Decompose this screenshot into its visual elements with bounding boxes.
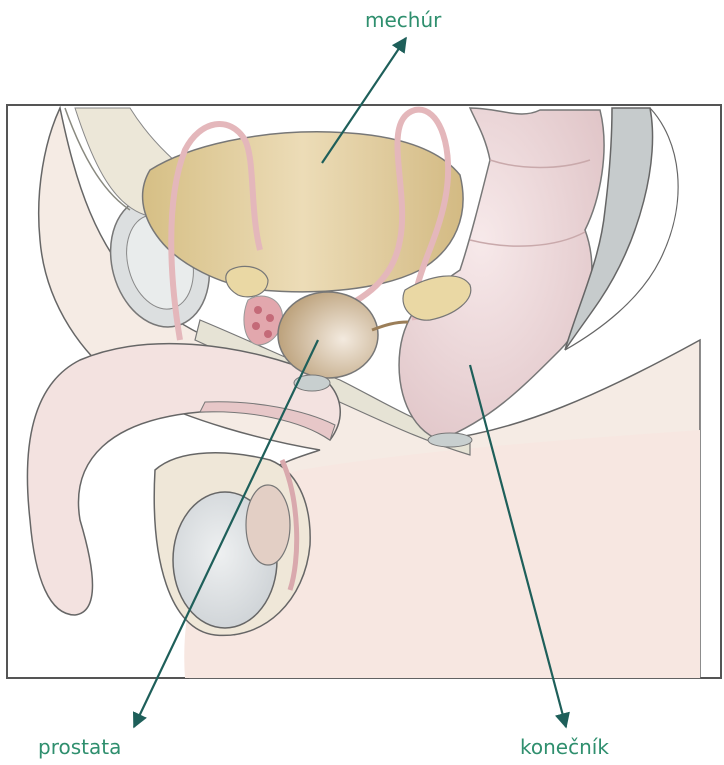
label-rectum: konečník <box>520 735 609 759</box>
anal-sphincter <box>428 433 472 447</box>
epididymis <box>246 485 290 565</box>
label-prostate: prostata <box>38 735 121 759</box>
label-bladder: mechúr <box>365 8 441 32</box>
prostate <box>278 292 378 378</box>
